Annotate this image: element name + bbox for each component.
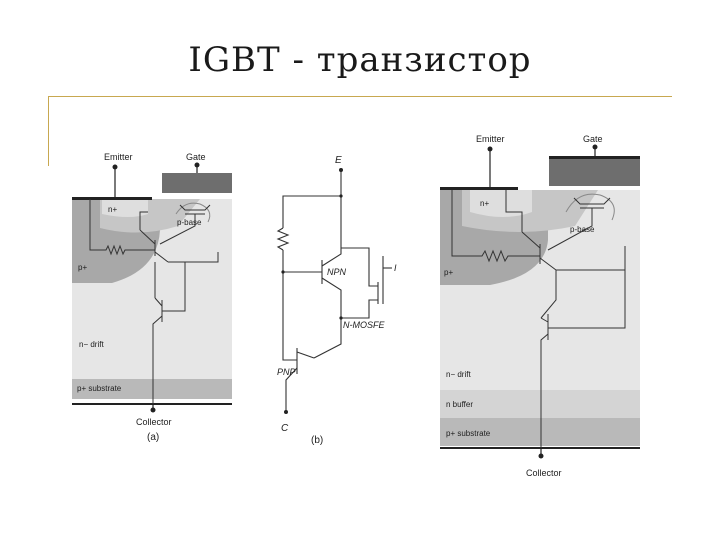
caption-b: (b) [311,435,323,446]
frame-left-line [48,96,49,166]
emitter-label-a: Emitter [104,152,133,162]
diagram-c: Emitter Gate n+ p-base p+ n− drift n buf… [440,134,640,478]
emitter-metal-a [72,197,152,200]
c-terminal-b [284,410,288,414]
slide-title: IGBT - транзистор [188,40,532,80]
buffer-region-c [440,390,640,418]
p-base-label-a: p-base [177,218,202,227]
gate-terminal-c [592,144,598,150]
substrate-region-a [72,379,232,399]
n-buffer-label-c: n buffer [446,400,473,409]
gate-label-b: I [394,263,397,273]
emitter-terminal-c [487,146,493,152]
collector-terminal-c [538,453,544,459]
p-substrate-label-a: p+ substrate [77,384,122,393]
nmos-label-b: N-MOSFE [343,320,385,330]
n-plus-region-c [470,190,532,217]
p-plus-label-c: p+ [444,268,453,277]
collector-label-c: Collector [526,468,562,478]
p-substrate-label-c: p+ substrate [446,429,491,438]
e-terminal-b [339,168,343,172]
gate-electrode-a [162,173,232,193]
collector-label-a: Collector [136,417,172,427]
emitter-label-c: Emitter [476,134,505,144]
caption-a: (a) [147,432,159,443]
collector-terminal-a [150,407,156,413]
channel-c [565,193,615,221]
diagram-b-dots: E NPN I N-MOSFE PNP C (b) [277,155,397,446]
emitter-metal-c [440,187,518,190]
pnp-label-b: PNP [277,367,296,377]
p-base-label-c: p-base [570,225,595,234]
frame-top-line [48,96,672,97]
gate-label-c: Gate [583,134,603,144]
npn-label-b: NPN [327,267,347,277]
n-drift-label-a: n− drift [79,340,104,349]
n-plus-region-a [102,199,148,217]
gate-electrode-c [549,158,640,186]
substrate-region-c [440,418,640,446]
diagram-b [276,170,392,412]
gate-label-a: Gate [186,152,206,162]
gate-terminal-a [194,162,200,168]
c-label-b: C [281,423,289,434]
emitter-terminal-a [112,164,118,170]
n-drift-label-c: n− drift [446,370,471,379]
p-plus-label-a: p+ [78,263,87,272]
n-plus-label-c: n+ [480,199,489,208]
n-plus-label-a: n+ [108,205,117,214]
e-label-b: E [335,155,342,166]
diagram-a: Emitter Gate n+ p-base p+ n− drift p+ su… [72,152,232,443]
